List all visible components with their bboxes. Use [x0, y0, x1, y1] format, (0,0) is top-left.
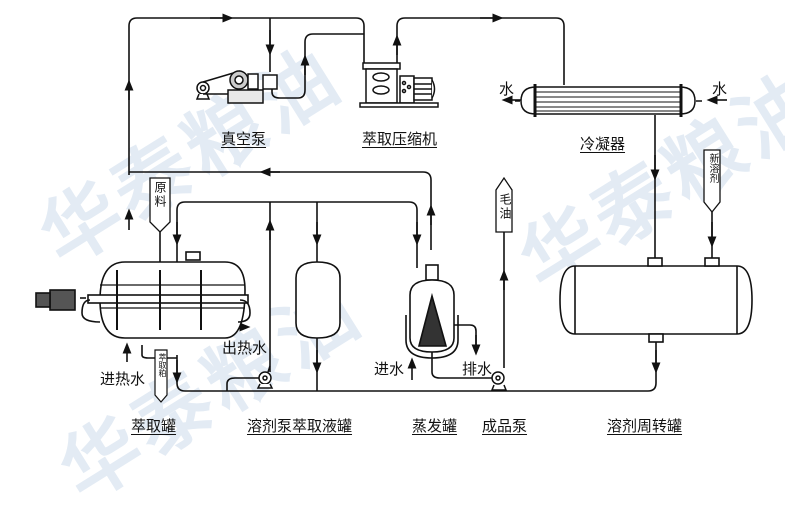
- tag-crude-oil: 毛油: [498, 193, 512, 221]
- pipe-manifold: [141, 345, 177, 359]
- label-product-pump: 成品泵: [482, 417, 528, 435]
- crude-oil-tag: [495, 176, 513, 233]
- solvent-turnover-tank: [559, 257, 753, 343]
- pipe-vapor-main: [128, 17, 365, 175]
- label-evap-drain: 排水: [462, 360, 493, 378]
- evaporator: [405, 264, 459, 359]
- label-vacuum-pump: 真空泵: [221, 130, 267, 148]
- tag-extracted-meal: 萃取粕: [158, 353, 167, 377]
- solvent-pump: [256, 365, 274, 389]
- label-evap-water-in: 进水: [374, 360, 405, 378]
- pipe-compressor-out: [396, 17, 565, 85]
- condenser: [515, 84, 702, 117]
- pipe-bottom-header: [176, 340, 657, 392]
- pipe-pump-in: [226, 377, 262, 391]
- label-solvent-pump-extract-tank: 溶剂泵萃取液罐: [247, 417, 353, 435]
- label-extraction-tank: 萃取罐: [131, 417, 177, 435]
- pipe-solvent-dist: [176, 201, 418, 268]
- label-condenser: 冷凝器: [580, 135, 626, 153]
- pipe-vacuum-out: [271, 33, 364, 99]
- vacuum-pump: [195, 70, 278, 104]
- extracted-meal-tag: [154, 349, 168, 403]
- extract-liquid-tank: [295, 261, 341, 339]
- label-compressor: 萃取压缩机: [362, 130, 438, 148]
- label-water-in: 水: [712, 80, 728, 98]
- label-hot-water-in: 进热水: [100, 370, 146, 388]
- extraction-compressor: [359, 62, 439, 108]
- new-solvent-tag: [703, 149, 721, 214]
- label-evaporator: 蒸发罐: [412, 417, 458, 435]
- extraction-tank: [35, 251, 251, 339]
- pipe-network: [35, 13, 753, 403]
- pipe-evap-vapor: [129, 171, 432, 250]
- tag-new-solvent: 新溶剂: [707, 153, 718, 183]
- pipe-evap-bottom: [431, 352, 495, 379]
- process-flow-diagram: 华泰粮油 华泰粮油 华泰粮油: [25, 13, 785, 519]
- label-solvent-turnover-tank: 溶剂周转罐: [607, 417, 683, 435]
- raw-material-tag: [149, 177, 171, 233]
- label-hot-water-out: 出热水: [222, 339, 268, 357]
- pipe-evap-drain: [454, 324, 477, 348]
- label-water-out: 水: [499, 80, 515, 98]
- tag-raw-material: 原料: [153, 181, 167, 209]
- product-pump: [490, 371, 508, 391]
